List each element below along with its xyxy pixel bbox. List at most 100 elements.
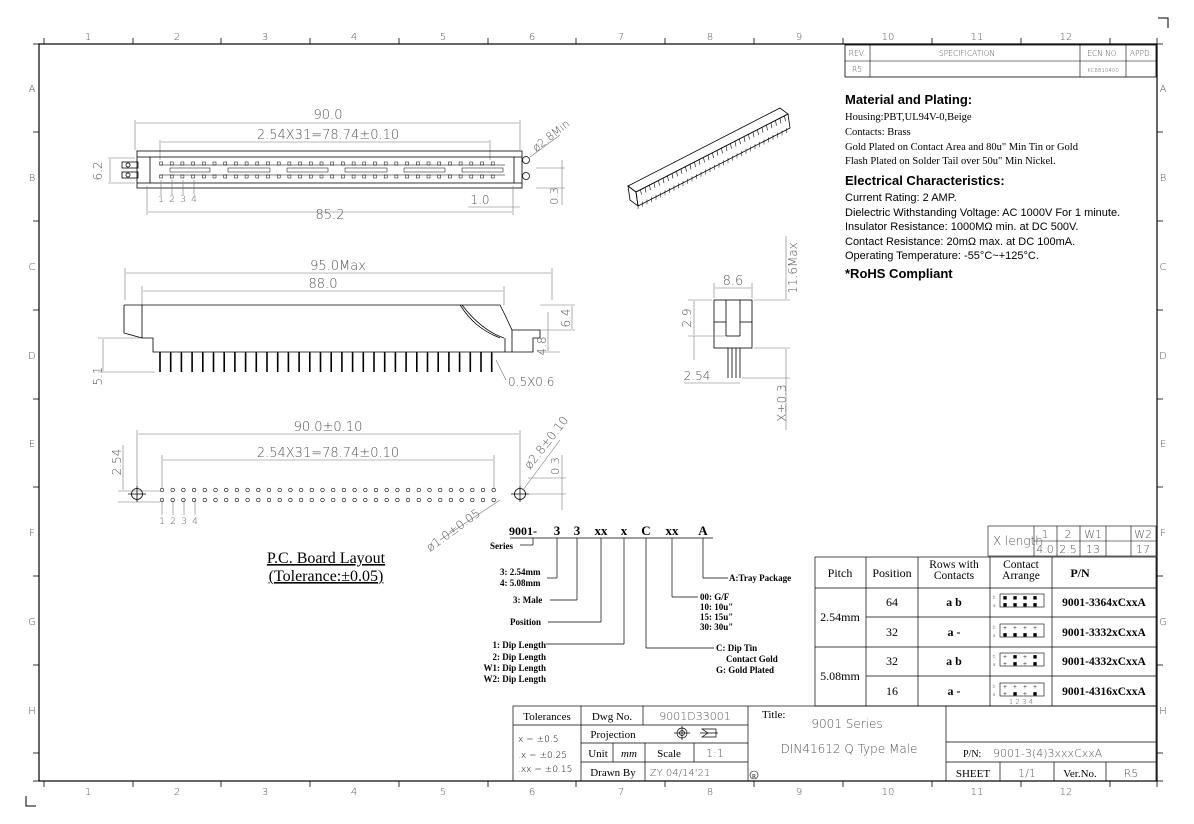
- material-heading: Material and Plating:: [845, 92, 972, 107]
- dim-top-pitch: 2.54X31=78.74±0.10: [257, 128, 399, 143]
- scale-label: Scale: [657, 748, 681, 760]
- pcb-pin-label-3: 3: [181, 517, 187, 527]
- length-value-2: 2.5: [1059, 543, 1077, 556]
- ecn-value: KC8810400: [1087, 68, 1119, 74]
- svg-text:■: ■: [1003, 601, 1007, 609]
- revision-block: REV. SPECIFICATION ECN NO. APPD. R5 KC88…: [844, 44, 1157, 78]
- zone-col-top-6: 6: [529, 32, 535, 43]
- appd-header: APPD.: [1130, 49, 1152, 58]
- part-seg-position: xx: [595, 523, 609, 538]
- dim-pcb-hole-small: ø1.0±0.05: [424, 506, 483, 554]
- electrical-heading: Electrical Characteristics:: [845, 173, 1005, 188]
- electrical-line-1: Current Rating: 2 AMP.: [845, 192, 957, 204]
- electrical-line-4: Contact Resistance: 20mΩ max. at DC 100m…: [845, 236, 1075, 248]
- title-line-2: DIN41612 Q Type Male: [781, 742, 918, 756]
- dim-pcb-row: 2.54: [110, 449, 124, 476]
- dim-end-left: 2.9: [680, 308, 694, 327]
- pin-label-4: 4: [191, 195, 197, 205]
- zone-col-top-11: 11: [971, 32, 984, 43]
- svg-text:+: +: [1023, 653, 1027, 661]
- part-seg-tail: C: [641, 523, 650, 538]
- svg-text:+: +: [1013, 624, 1017, 632]
- zone-col-top-7: 7: [618, 32, 624, 43]
- svg-text:+: +: [1023, 683, 1027, 691]
- note-tail-1: C: Dip Tin: [716, 643, 757, 653]
- material-line-4: Flash Plated on Solder Tail over 50u" Mi…: [845, 156, 1056, 167]
- note-dip-1: 1: Dip Length: [492, 640, 546, 650]
- drawn-value: ZY 04/14'21: [650, 768, 710, 779]
- svg-text:+: +: [1003, 690, 1007, 698]
- zone-col-top-1: 1: [85, 32, 91, 43]
- unit-label: Unit: [588, 748, 608, 760]
- svg-text:a: a: [992, 603, 995, 609]
- end-view: [684, 236, 790, 430]
- pn-row1-pn: 9001-3364xCxxA: [1062, 597, 1146, 609]
- zone-col-bottom-9: 9: [796, 787, 802, 798]
- projection-symbol-icon: [674, 726, 718, 740]
- note-gold-2: 10: 10u": [700, 602, 733, 612]
- zone-col-bottom-8: 8: [707, 787, 713, 798]
- material-line-1: Housing:PBT,UL94V-0,Beige: [845, 112, 972, 123]
- svg-text:+: +: [1013, 683, 1017, 691]
- svg-text:■: ■: [1033, 594, 1037, 602]
- zone-col-top-8: 8: [707, 32, 713, 43]
- note-gold-4: 30: 30u": [700, 622, 733, 632]
- dim-top-right: 0.3: [548, 187, 561, 205]
- pn-row3-position: 32: [886, 654, 898, 668]
- svg-text:a: a: [992, 633, 995, 639]
- zone-row-left-3: D: [28, 351, 36, 362]
- zone-row-left-1: B: [29, 173, 36, 184]
- zone-col-top-12: 12: [1060, 32, 1073, 43]
- material-line-3: Gold Plated on Contact Area and 80u" Min…: [845, 142, 1079, 153]
- projection-label: Projection: [590, 729, 636, 741]
- zone-col-bottom-5: 5: [440, 787, 446, 798]
- note-tail-3: G: Gold Plated: [716, 665, 774, 675]
- pn-row4-rows: a -: [948, 684, 961, 698]
- zone-col-bottom-3: 3: [262, 787, 268, 798]
- zone-col-top-5: 5: [440, 32, 446, 43]
- spec-notes: Material and Plating: Housing:PBT,UL94V-…: [845, 92, 1120, 281]
- note-dip-4: W2: Dip Length: [483, 674, 546, 684]
- dim-pcb-pitch: 2.54X31=78.74±0.10: [257, 446, 399, 461]
- side-view-pins: [159, 352, 493, 372]
- zone-col-top-9: 9: [796, 32, 802, 43]
- svg-text:+: +: [1033, 624, 1037, 632]
- pn-header-arrange: Contact Arrange: [1002, 559, 1040, 582]
- ver-label: Ver.No.: [1063, 768, 1097, 780]
- note-package: A:Tray Package: [729, 573, 791, 583]
- pn-row1-rows: a b: [946, 595, 962, 609]
- unit-value: mm: [621, 748, 637, 760]
- part-prefix: 9001-: [509, 524, 537, 538]
- note-dip-3: W1: Dip Length: [483, 663, 546, 673]
- svg-text:■: ■: [1013, 601, 1017, 609]
- svg-text:a: a: [992, 692, 995, 698]
- zone-row-right-4: E: [1160, 439, 1166, 450]
- part-seg-male: 3: [574, 523, 581, 538]
- svg-text:b: b: [992, 684, 995, 690]
- pn-header-position: Position: [872, 566, 911, 580]
- dim-side-pin: 0.5X0.6: [508, 375, 554, 389]
- dim-top-span: 85.2: [316, 208, 345, 223]
- pn-row1-position: 64: [886, 595, 898, 609]
- length-label: X length: [993, 534, 1043, 548]
- dim-side-left: 5.1: [91, 366, 105, 385]
- dim-end-pitch: 2.54: [684, 369, 711, 383]
- svg-text:+: +: [1003, 660, 1007, 668]
- dim-pcb-hole-big: ø2.8±0.10: [521, 413, 571, 471]
- zone-row-right-1: B: [1160, 173, 1167, 184]
- zone-col-top-3: 3: [262, 32, 268, 43]
- svg-text:■: ■: [1033, 601, 1037, 609]
- zone-row-right-2: C: [1160, 262, 1167, 273]
- svg-text:■: ■: [1023, 601, 1027, 609]
- tolerances-label: Tolerances: [523, 711, 570, 723]
- note-pitch-1: 3: 2.54mm: [500, 567, 541, 577]
- drawn-label: Drawn By: [590, 767, 636, 779]
- tol-x: x = ±0.5: [518, 735, 558, 745]
- zone-col-top-10: 10: [882, 32, 895, 43]
- title-line-1: 9001 Series: [811, 717, 882, 731]
- electrical-line-2: Dielectric Withstanding Voltage: AC 1000…: [845, 207, 1120, 219]
- svg-text:■: ■: [1033, 631, 1037, 639]
- pin-label-3: 3: [180, 195, 186, 205]
